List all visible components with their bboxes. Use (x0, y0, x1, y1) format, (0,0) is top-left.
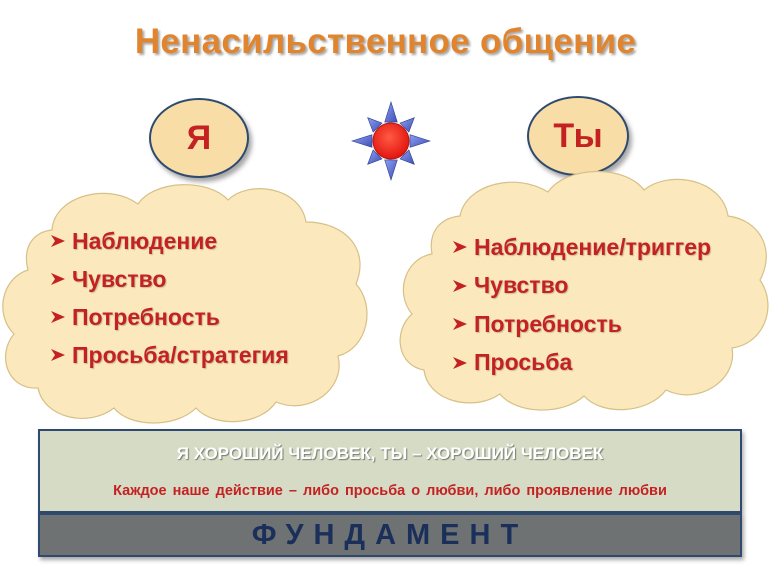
oval-you-label: Ты (553, 116, 603, 155)
arrow-bullet-icon (51, 273, 65, 285)
foundation-base: ФУНДАМЕНТ (38, 513, 742, 557)
oval-me-label: Я (186, 118, 212, 157)
list-item: Чувство (450, 267, 711, 306)
cloud-left (2, 184, 368, 424)
list-item: Чувство (48, 260, 289, 298)
right-cloud-list: Наблюдение/триггер Чувство Потребность П… (450, 228, 711, 382)
list-item: Потребность (48, 298, 289, 336)
arrow-bullet-icon (453, 279, 467, 292)
sun-ray (409, 134, 432, 148)
left-cloud-list: Наблюдение Чувство Потребность Просьба/с… (48, 222, 289, 374)
sun-ray (399, 149, 415, 165)
foundation-base-label: ФУНДАМЕНТ (251, 518, 529, 551)
page-title: Ненасильственное общение (134, 22, 637, 61)
list-item: Потребность (450, 305, 711, 344)
list-item: Наблюдение/триггер (450, 228, 711, 267)
arrow-bullet-icon (51, 349, 65, 361)
oval-me: Я (149, 98, 249, 178)
sun-ray (367, 117, 383, 133)
foundation-headline: Я ХОРОШИЙ ЧЕЛОВЕК, ТЫ – ХОРОШИЙ ЧЕЛОВЕК (176, 444, 604, 463)
sun-ray (367, 149, 383, 165)
sun-ray (384, 159, 398, 182)
sun-ray (384, 100, 398, 123)
arrow-bullet-icon (453, 356, 467, 369)
foundation-panel: Я ХОРОШИЙ ЧЕЛОВЕК, ТЫ – ХОРОШИЙ ЧЕЛОВЕК … (38, 429, 742, 513)
cloud-right (399, 170, 769, 411)
sun-ray (350, 134, 373, 148)
arrow-bullet-icon (453, 318, 467, 331)
sun-icon (350, 100, 432, 182)
sun-ray (399, 117, 415, 133)
arrow-bullet-icon (453, 241, 467, 254)
oval-you: Ты (527, 96, 629, 176)
list-item: Просьба/стратегия (48, 336, 289, 374)
foundation-subline: Каждое наше действие – либо просьба о лю… (113, 483, 667, 499)
arrow-bullet-icon (51, 311, 65, 323)
arrow-bullet-icon (51, 235, 65, 247)
list-item: Просьба (450, 344, 711, 383)
list-item: Наблюдение (48, 222, 289, 260)
